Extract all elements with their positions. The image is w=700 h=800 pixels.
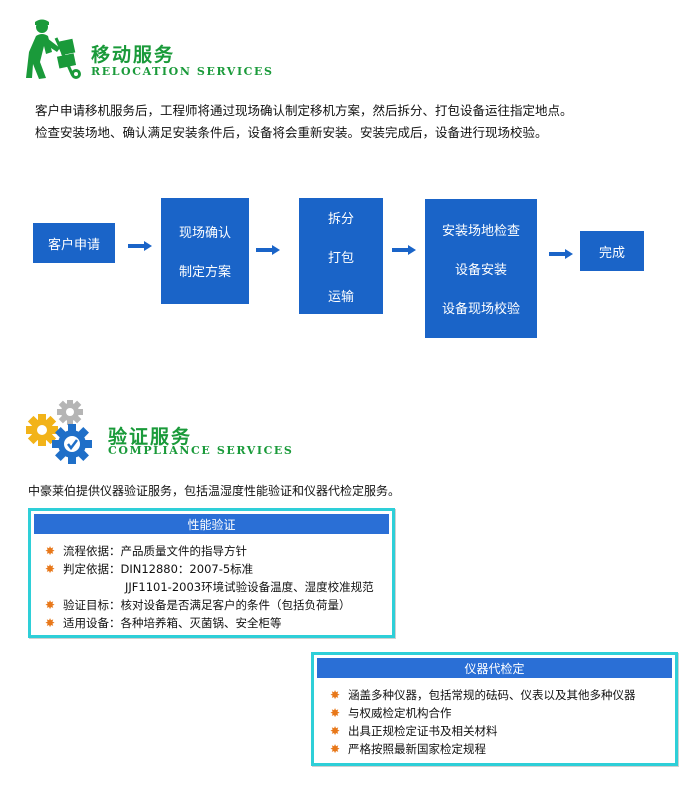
list-item: ✸验证目标：核对设备是否满足客户的条件（包括负荷量）: [45, 598, 351, 612]
star-bullet-icon: ✸: [45, 598, 56, 612]
star-bullet-icon: ✸: [330, 706, 341, 720]
star-bullet-icon: ✸: [330, 688, 341, 702]
flow-step-confirm: 现场确认 制定方案: [161, 198, 249, 304]
compliance-subtitle: COMPLIANCE SERVICES: [108, 444, 294, 457]
list-item: ✸流程依据：产品质量文件的指导方针: [45, 544, 247, 558]
star-bullet-icon: ✸: [45, 544, 56, 558]
mover-with-hand-truck-icon: [26, 19, 81, 79]
description-line: 客户申请移机服务后，工程师将通过现场确认制定移机方案，然后拆分、打包设备运往指定…: [35, 103, 573, 118]
list-item: ✸涵盖多种仪器，包括常规的砝码、仪表以及其他多种仪器: [330, 688, 636, 702]
card-header: 仪器代检定: [317, 658, 672, 678]
card-header: 性能验证: [34, 514, 389, 534]
gears-icon: [26, 399, 92, 464]
right-arrow-icon: [549, 249, 573, 259]
flow-step-apply: 客户申请: [33, 223, 115, 263]
compliance-description: 中豪莱伯提供仪器验证服务，包括温湿度性能验证和仪器代检定服务。: [28, 484, 401, 498]
right-arrow-icon: [392, 245, 416, 255]
relocation-description: 客户申请移机服务后，工程师将通过现场确认制定移机方案，然后拆分、打包设备运往指定…: [35, 100, 675, 144]
star-bullet-icon: ✸: [330, 742, 341, 756]
compliance-title: 验证服务: [108, 426, 193, 448]
star-bullet-icon: ✸: [330, 724, 341, 738]
star-bullet-icon: ✸: [45, 616, 56, 630]
relocation-icon: [26, 18, 84, 80]
relocation-title: 移动服务: [91, 44, 176, 66]
list-item: ✸严格按照最新国家检定规程: [330, 742, 486, 756]
instrument-calibration-card: 仪器代检定 ✸涵盖多种仪器，包括常规的砝码、仪表以及其他多种仪器 ✸与权威检定机…: [311, 652, 678, 766]
right-arrow-icon: [256, 245, 280, 255]
flow-step-pack: 拆分 打包 运输: [299, 198, 383, 314]
flow-step-done: 完成: [580, 231, 644, 271]
list-item: ✸适用设备：各种培养箱、灭菌锅、安全柜等: [45, 616, 282, 630]
list-item: ✸出具正规检定证书及相关材料: [330, 724, 498, 738]
relocation-subtitle: RELOCATION SERVICES: [91, 65, 274, 78]
list-item: ✸与权威检定机构合作: [330, 706, 452, 720]
star-bullet-icon: ✸: [45, 562, 56, 576]
flow-step-install: 安装场地检查 设备安装 设备现场校验: [425, 199, 537, 338]
calibration-list: ✸涵盖多种仪器，包括常规的砝码、仪表以及其他多种仪器 ✸与权威检定机构合作 ✸出…: [314, 678, 675, 758]
list-item-continuation: JJF1101-2003环境试验设备温度、湿度校准规范: [125, 580, 374, 594]
performance-list: ✸流程依据：产品质量文件的指导方针 ✸判定依据：DIN12880：2007-5标…: [31, 534, 392, 632]
right-arrow-icon: [128, 241, 152, 251]
compliance-icon: [26, 399, 96, 466]
performance-verification-card: 性能验证 ✸流程依据：产品质量文件的指导方针 ✸判定依据：DIN12880：20…: [28, 508, 395, 638]
description-line: 检查安装场地、确认满足安装条件后，设备将会重新安装。安装完成后，设备进行现场校验…: [35, 125, 548, 140]
